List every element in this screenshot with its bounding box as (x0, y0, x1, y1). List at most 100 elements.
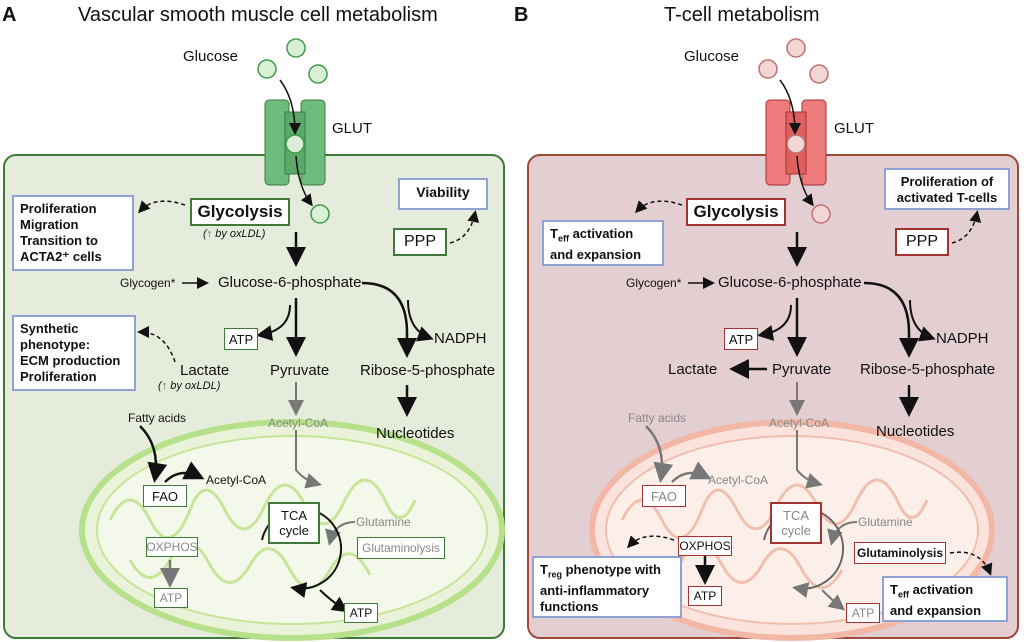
glycolysis-oxldl-note: (↑ by oxLDL) (203, 228, 266, 240)
arrow-fatty-acids (645, 425, 674, 483)
teff-line2: and expansion (890, 602, 982, 618)
atp-box: ATP (724, 328, 758, 350)
glucose-label: Glucose (183, 48, 239, 65)
up-arrow-icon: ↑ (206, 228, 213, 240)
arrow-atp-branch (757, 304, 792, 341)
glycolysis-box: Glycolysis (686, 198, 786, 226)
arrow-acetylcoa-tca (796, 430, 823, 489)
atp-box: ATP (224, 328, 258, 350)
glutamine-label: Glutamine (356, 515, 411, 529)
arrow-fao-acetylcoa (671, 461, 712, 483)
acetyl-coa-label: Acetyl-CoA (206, 473, 267, 487)
tca-line: TCA (281, 508, 307, 523)
glucose-label: Glucose (684, 48, 740, 65)
outcome-line: Proliferation (20, 201, 97, 216)
tca-cycle-box: TCA cycle (770, 502, 822, 544)
dashed-glycolysis-outcome (137, 200, 186, 214)
treg-line1: Treg phenotype with (540, 562, 661, 580)
arrow-atp-branch (256, 304, 291, 341)
arrow-g6p-r5p (863, 281, 919, 358)
glucose-molecules (758, 38, 831, 224)
arrow-glut-out (796, 155, 814, 207)
outcome-line: activated T-cells (896, 190, 998, 205)
acetyl-coa-top-label: Acetyl-CoA (769, 416, 830, 430)
pyruvate-label: Pyruvate (772, 361, 832, 378)
glutamine-label: Glutamine (858, 515, 913, 529)
nadph-label: NADPH (936, 330, 989, 347)
outcome-box-glycolysis: Proliferation Migration Transition to AC… (12, 195, 134, 271)
acetyl-coa-label: Acetyl-CoA (708, 473, 769, 487)
lactate-oxldl-note: (↑ by oxLDL) (158, 380, 221, 392)
glut-label: GLUT (332, 120, 373, 137)
fatty-acids-label: Fatty acids (628, 411, 687, 425)
oxphos-box: OXPHOS (678, 536, 732, 556)
arrow-glutamine-in (827, 521, 858, 546)
nadph-label: NADPH (434, 330, 487, 347)
pyruvate-label: Pyruvate (270, 362, 330, 379)
arrow-fao-acetylcoa (164, 461, 205, 483)
dashed-lactate-outcome (137, 326, 176, 363)
lactate-label: Lactate (180, 362, 230, 379)
teff-line1: Teff activation (550, 226, 634, 244)
outcome-line: ECM production (20, 353, 121, 368)
teff-line1: Teff activation (890, 582, 974, 600)
arrow-glutamine-in (325, 521, 356, 546)
arrow-fatty-acids (139, 425, 168, 483)
tca-line: TCA (783, 508, 809, 523)
glycogen-label: Glycogen* (626, 276, 682, 290)
atp-tca-box: ATP (846, 603, 880, 623)
treg-box: Treg phenotype with anti-inflammatory fu… (532, 556, 682, 618)
panel-b-graphics (527, 38, 1019, 641)
up-arrow-icon: ↑ (161, 380, 168, 392)
dashed-glutaminolysis-outcome (949, 551, 993, 576)
panel-title: Vascular smooth muscle cell metabolism (78, 4, 438, 26)
glutaminolysis-box: Glutaminolysis (357, 537, 445, 559)
nucleotides-label: Nucleotides (876, 423, 955, 440)
fao-box: FAO (642, 485, 686, 507)
outcome-line: Migration (20, 217, 79, 232)
treg-line3: functions (540, 598, 599, 614)
g6p-label: Glucose-6-phosphate (218, 274, 362, 291)
arrow-glucose-in (279, 79, 301, 135)
r5p-label: Ribose-5-phosphate (860, 361, 996, 378)
atp-oxphos-box: ATP (688, 586, 722, 606)
tca-line: cycle (781, 523, 811, 538)
outcome-line: phenotype: (20, 337, 91, 352)
glucose-molecules (257, 38, 330, 224)
g6p-label: Glucose-6-phosphate (718, 274, 862, 291)
dashed-ppp-viability (449, 210, 480, 244)
arrow-nadph-branch (909, 299, 936, 342)
viability-box: Viability (398, 178, 488, 210)
glut-transporter (765, 99, 827, 186)
outcome-line: Proliferation (20, 369, 97, 384)
teff-line2: and expansion (550, 246, 642, 262)
arrow-acetylcoa-tca (295, 430, 322, 489)
lactate-label: Lactate (668, 361, 718, 378)
outcome-line: Proliferation of (900, 174, 994, 189)
arrow-glucose-in (779, 79, 801, 135)
outcome-box-ppp: Proliferation of activated T-cells (884, 168, 1010, 210)
teff-box-glycolysis: Teff activation and expansion (542, 220, 664, 266)
outcome-line: ACTA2⁺ cells (20, 249, 102, 264)
tca-line: cycle (279, 523, 309, 538)
panel-a: A Vascular smooth muscle cell metabolism… (2, 4, 505, 641)
fatty-acids-label: Fatty acids (128, 411, 187, 425)
ppp-box: PPP (895, 228, 949, 256)
glycolysis-box: Glycolysis (190, 198, 290, 226)
glut-label: GLUT (834, 120, 875, 137)
panel-title: T-cell metabolism (664, 4, 820, 26)
teff-box-glutaminolysis: Teff activation and expansion (882, 576, 1008, 622)
acetyl-coa-top-label: Acetyl-CoA (268, 416, 329, 430)
fao-box: FAO (143, 485, 187, 507)
arrow-g6p-r5p (361, 281, 417, 358)
panel-letter: A (2, 4, 17, 26)
panel-b: B T-cell metabolism Glucose GLUT Glycoly… (512, 0, 1024, 642)
treg-line2: anti-inflammatory (540, 582, 650, 598)
arrow-tca-atp (821, 589, 846, 611)
ppp-box: PPP (393, 228, 447, 256)
dashed-oxphos-outcome (626, 535, 675, 549)
oxphos-box: OXPHOS (146, 537, 198, 557)
outcome-line: Synthetic (20, 321, 79, 336)
arrow-nadph-branch (407, 299, 434, 342)
glycogen-label: Glycogen* (120, 276, 176, 290)
